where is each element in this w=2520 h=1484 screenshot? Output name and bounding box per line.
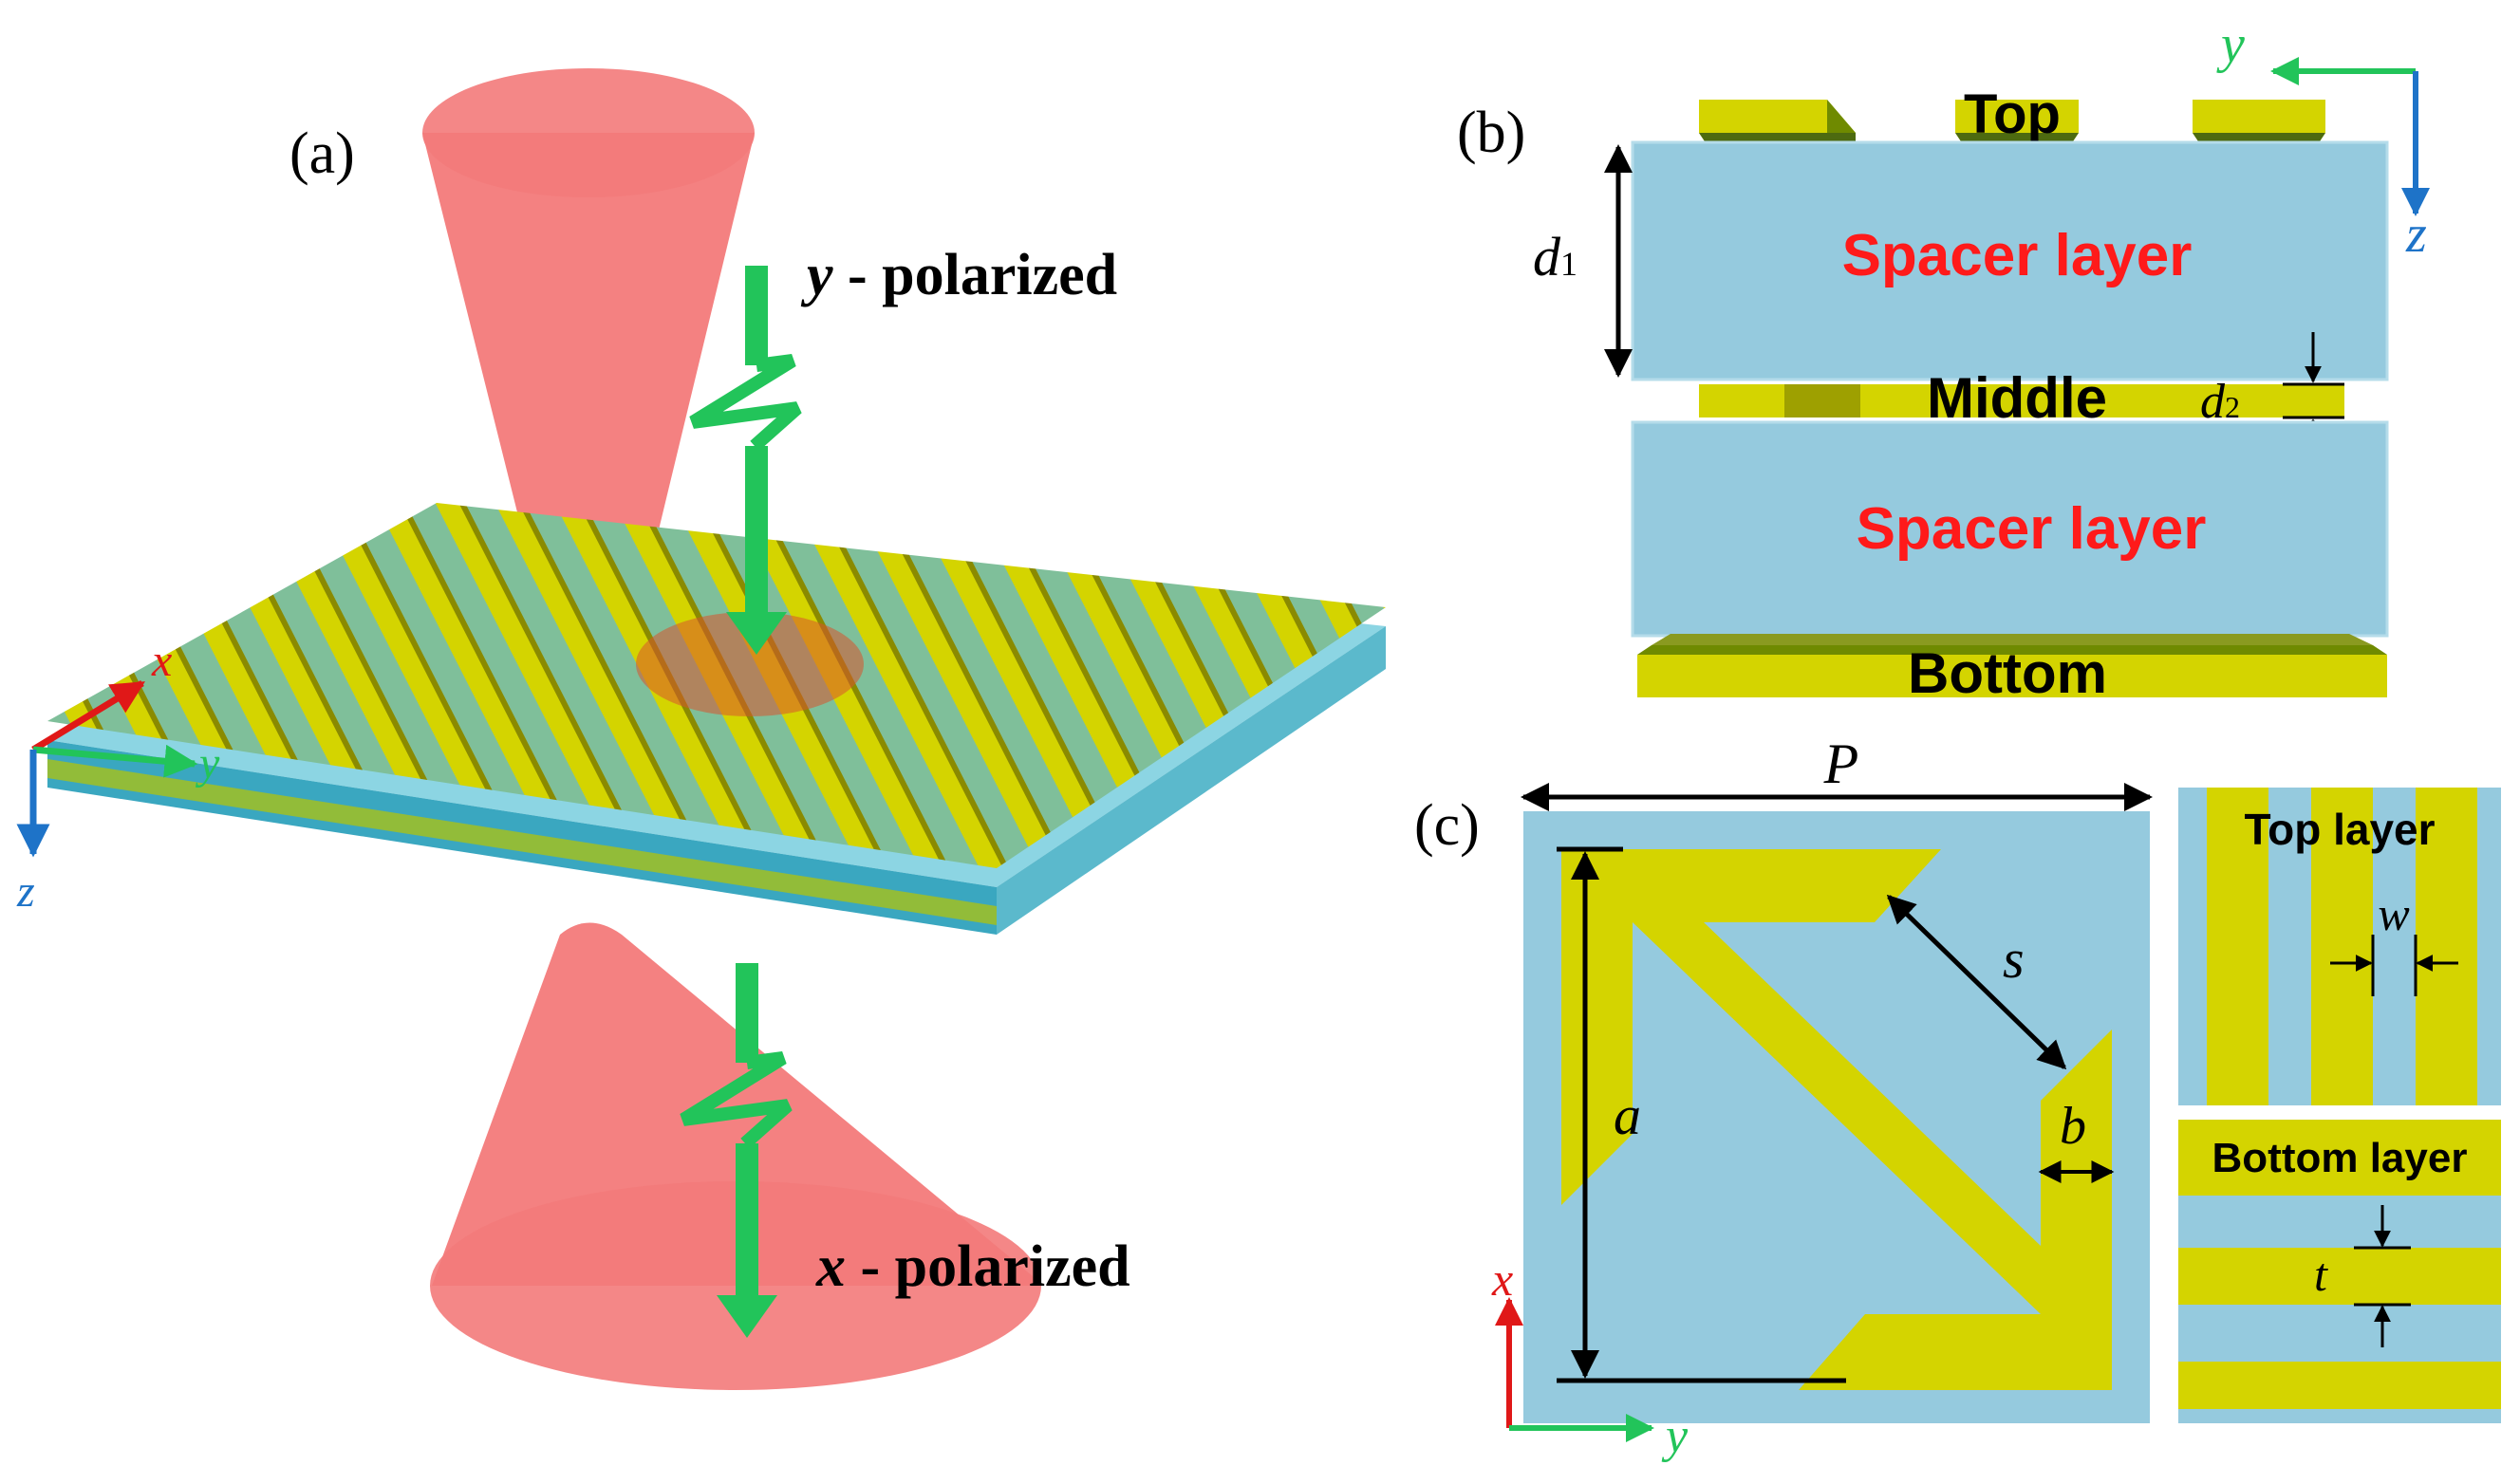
focal-spot [636,612,864,716]
bottom-layer-strip [2178,1248,2501,1305]
panel-b: (b) Top Spacer layer d1 Middle [1457,15,2430,705]
top-layer-strip [2416,788,2477,1105]
z-axis-label-b: z [2405,205,2427,264]
axes-c: x y [1491,1252,1689,1463]
d1-symbol: d [1533,226,1561,288]
panel-c: (c) P a s b x y [1414,733,2501,1463]
x-axis-arrow-a [31,680,145,752]
panel-c-label: (c) [1414,793,1480,858]
panel-b-label: (b) [1457,101,1525,165]
top-layer-strip [2311,788,2373,1105]
d2-label: d2 [2200,375,2240,429]
incident-beam-cone [422,68,755,696]
transmitted-polarization-text: - polarized [846,1234,1130,1299]
bottom-layer-inset-title: Bottom layer [2212,1135,2468,1181]
axes-b: y z [2216,15,2430,264]
w-label: w [2378,887,2409,940]
split-ring-resonator [1561,849,2112,1390]
panel-a-label: (a) [289,121,355,186]
y-axis-arrow-a [32,744,198,778]
s-dimension-arrow [1886,894,2067,1070]
a-label: a [1614,1085,1641,1146]
bottom-metal-layer [1637,634,2387,697]
incident-polarization-label: y - polarized [800,243,1117,307]
axes-a: x y z [16,636,220,917]
bottom-layer-strip [2178,1120,2501,1196]
upper-spacer-label: Spacer layer [1842,223,2193,288]
y-axis-label-c: y [1661,1409,1689,1463]
panel-a: (a) [16,68,1386,1390]
top-layer-inset-title: Top layer [2244,805,2435,854]
bottom-layer-label: Bottom [1908,641,2107,705]
d2-subscript: 2 [2225,390,2240,424]
p-label: P [1823,733,1859,795]
t-label: t [2314,1248,2328,1301]
transmitted-polarization-label: x - polarized [815,1234,1130,1299]
b-label: b [2060,1097,2086,1156]
d1-label: d1 [1533,226,1577,288]
bottom-layer-strip [2178,1362,2501,1409]
top-layer-inset: Top layer w [2178,788,2501,1105]
y-axis-label-a: y [195,738,220,788]
z-axis-label-a: z [16,866,35,917]
incident-polarization-var: y [800,243,833,307]
a-dimension [1557,846,1846,1383]
s-label: s [2003,928,2025,990]
y-axis-label-b: y [2216,15,2245,74]
incident-wave-arrow [689,266,802,655]
transmitted-wave-arrow [680,963,793,1338]
middle-metal-layer [1699,384,2344,417]
d1-subscript: 1 [1560,245,1577,283]
top-layer-strip [2207,788,2268,1105]
bottom-layer-inset: Bottom layer t [2178,1120,2501,1423]
incident-polarization-text: - polarized [833,243,1118,307]
middle-layer-label: Middle [1927,366,2107,430]
metasurface-slab [47,503,1386,935]
x-axis-label-c: x [1491,1252,1513,1306]
lower-spacer-label: Spacer layer [1857,496,2207,562]
top-layer-label: Top [1964,83,2061,145]
upper-spacer-layer [1631,140,2389,381]
x-axis-label-a: x [151,636,172,686]
lower-spacer-layer [1631,420,2389,638]
transmitted-polarization-var: x [815,1234,846,1299]
d2-symbol: d [2200,375,2226,429]
